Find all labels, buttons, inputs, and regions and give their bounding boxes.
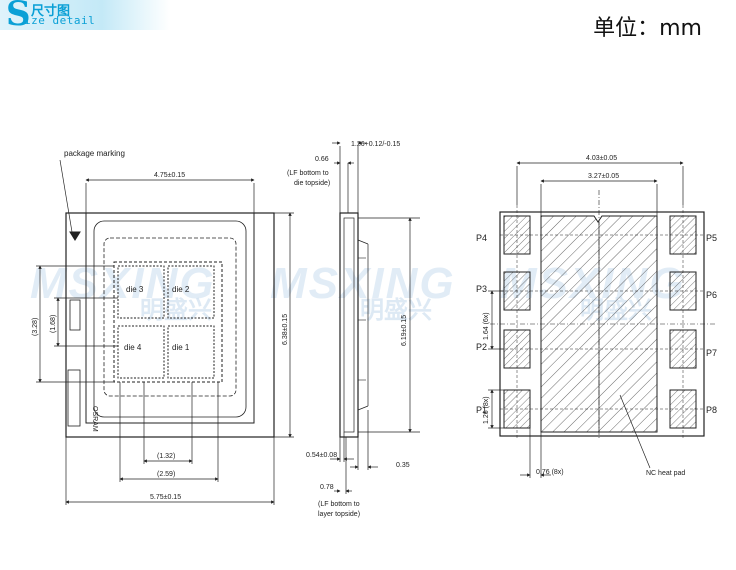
- lf-top-value: 0.66: [315, 156, 329, 163]
- side-height-label: 6.19±0.15: [401, 315, 408, 346]
- pad-width-label: 0.76 (8x): [536, 469, 564, 476]
- side-inner: [343, 217, 355, 433]
- lf-bottom-note-2: layer topside): [318, 511, 360, 518]
- side-lens-curve: [357, 239, 369, 245]
- die-3: [117, 265, 165, 319]
- bottom-outer-label: (2.59): [157, 471, 175, 478]
- pitch-8x-label: 1.26 (8x): [483, 396, 490, 424]
- bottom-thickness-label: 0.54±0.08: [306, 452, 337, 459]
- die-4: [117, 325, 165, 379]
- marking-strip: [67, 369, 81, 427]
- pitch-6x-label: 1.64 (6x): [483, 312, 490, 340]
- polarity-mark: [69, 231, 81, 241]
- die-label-4: die 4: [124, 343, 142, 352]
- bottom-view: [490, 190, 716, 440]
- pin-label-p6: P6: [706, 290, 717, 300]
- thickness-label: 1.26+0.12/-0.15: [351, 141, 400, 148]
- pin-label-p8: P8: [706, 405, 717, 415]
- marking-text: OSRAM: [91, 406, 98, 432]
- watermark-brand: MSXING: [30, 259, 216, 308]
- badge-english-title: ize detail: [24, 14, 96, 27]
- lf-top-note-2: die topside): [294, 180, 330, 187]
- package-marking-leader: [59, 159, 73, 233]
- die-1: [167, 325, 215, 379]
- die-label-2: die 2: [172, 285, 190, 294]
- package-inner-outline: [85, 212, 255, 424]
- badge-chinese-title: 尺寸图: [31, 3, 71, 18]
- pin-label-p4: P4: [476, 233, 487, 243]
- package-outline: [65, 212, 275, 438]
- watermark: MSXING MSXING MSXING 明盛兴 明盛兴 明盛兴: [30, 259, 684, 324]
- width-top-label: 4.75±0.15: [154, 172, 185, 179]
- watermark-brand-cn: 明盛兴: [360, 296, 432, 324]
- header: S 尺寸图 ize detail 单位：mm: [0, 0, 736, 60]
- right-dim-label: 0.35: [396, 462, 410, 469]
- side-view: [339, 212, 369, 438]
- lf-top-note-1: (LF bottom to: [287, 170, 329, 177]
- left-inner-label: (1.68): [50, 315, 57, 333]
- watermark-brand: MSXING: [270, 259, 456, 308]
- watermark-brand-cn: 明盛兴: [140, 296, 212, 324]
- lens-dashed-outline: [103, 237, 237, 397]
- pin-label-p1: P1: [476, 405, 487, 415]
- bottom-inner-label: (1.32): [157, 453, 175, 460]
- front-view: [59, 159, 275, 438]
- width-inner-label: 3.27±0.05: [588, 173, 619, 180]
- lf-bottom-value: 0.78: [320, 484, 334, 491]
- width-bottom-label: 5.75±0.15: [150, 494, 181, 501]
- pin-label-p7: P7: [706, 348, 717, 358]
- heat-pad-leader: [619, 394, 651, 469]
- pin-label-p2: P2: [476, 342, 487, 352]
- lens-outline: [93, 220, 247, 418]
- die-label-1: die 1: [172, 343, 190, 352]
- badge-letter: S: [6, 0, 31, 34]
- heat-pad-label: NC heat pad: [646, 470, 685, 477]
- left-outer-label: (3.28): [32, 318, 39, 336]
- height-label: 6.38±0.15: [282, 314, 289, 345]
- width-outer-label: 4.03±0.05: [586, 155, 617, 162]
- side-body: [339, 212, 359, 438]
- die-label-3: die 3: [126, 285, 144, 294]
- size-detail-badge: S 尺寸图 ize detail: [0, 0, 170, 34]
- package-marking-label: package marking: [64, 149, 125, 158]
- die-area-outline: [113, 261, 223, 383]
- lf-bottom-note-1: (LF bottom to: [318, 501, 360, 508]
- unit-label: 单位：mm: [593, 16, 702, 41]
- pin-label-p5: P5: [706, 233, 717, 243]
- side-lens-curve: [357, 405, 369, 411]
- marking-pad: [69, 299, 81, 331]
- die-2: [167, 265, 215, 319]
- pin-label-p3: P3: [476, 284, 487, 294]
